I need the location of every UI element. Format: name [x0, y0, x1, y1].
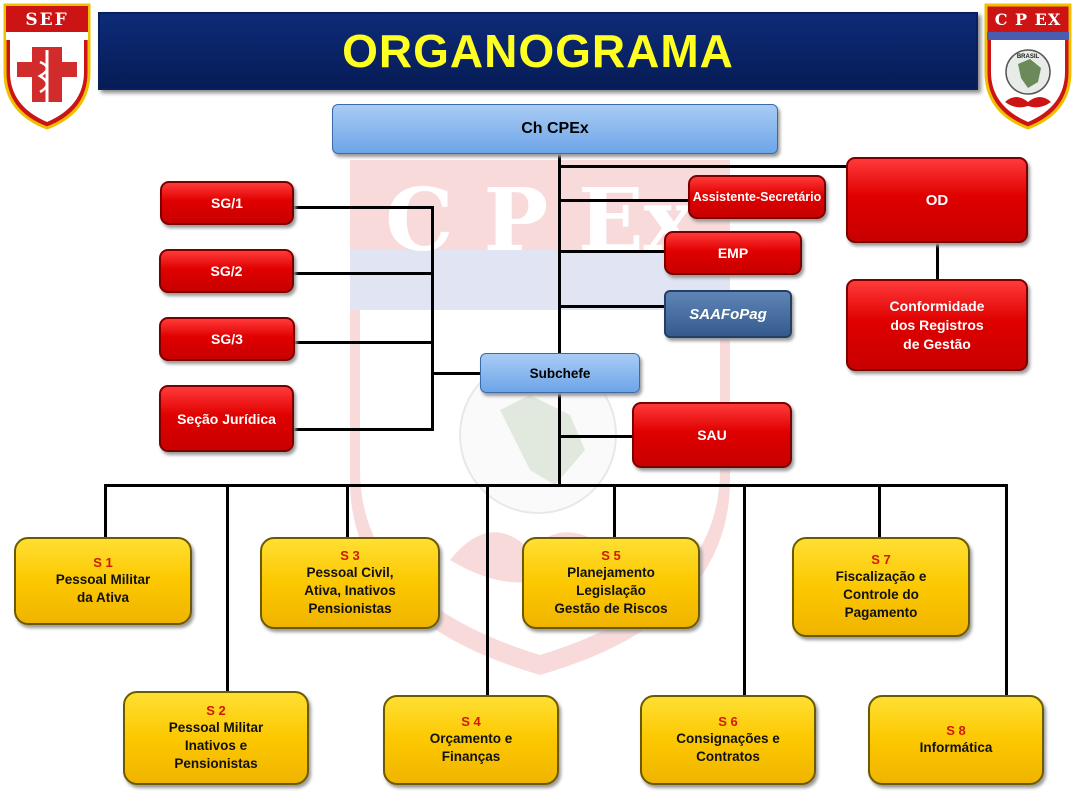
connector [558, 435, 633, 438]
connector [558, 250, 666, 253]
section-s8: S 8 Informática [868, 695, 1044, 785]
node-sg3-label: SG/3 [211, 331, 243, 347]
section-s3-line3: Pensionistas [308, 601, 392, 616]
node-od-label: OD [925, 191, 949, 209]
section-s3-line1: Pessoal Civil, [306, 565, 394, 580]
section-s7: S 7 Fiscalização e Controle do Pagamento [792, 537, 970, 637]
section-s1-line1: Pessoal Militar [55, 572, 151, 587]
cpex-badge-inner-text: BRASIL [1016, 54, 1040, 60]
node-conformidade-line2: dos Registros [890, 316, 984, 333]
cpex-watermark: C P Ex [340, 150, 740, 680]
section-s2-line2: Inativos e [184, 738, 248, 753]
node-saafopag: SAAFoPag [664, 290, 792, 338]
connector [293, 206, 433, 209]
node-sau: SAU [632, 402, 792, 468]
node-conformidade-line1: Conformidade [889, 297, 985, 314]
section-s2: S 2 Pessoal Militar Inativos e Pensionis… [123, 691, 309, 785]
node-emp-label: EMP [717, 245, 749, 261]
section-s3: S 3 Pessoal Civil, Ativa, Inativos Pensi… [260, 537, 440, 629]
section-s8-code: S 8 [946, 723, 966, 738]
connector [878, 484, 881, 538]
title-bar: ORGANOGRAMA [98, 12, 978, 90]
connector [346, 484, 349, 538]
connector [743, 484, 746, 696]
node-ch-cpex-label: Ch CPEx [521, 120, 589, 137]
node-subchefe: Subchefe [480, 353, 640, 393]
watermark-text: C P Ex [385, 170, 696, 271]
node-conformidade: Conformidade dos Registros de Gestão [846, 279, 1028, 371]
section-s5-line1: Planejamento [567, 565, 655, 580]
section-s4: S 4 Orçamento e Finanças [383, 695, 559, 785]
section-s3-line2: Ativa, Inativos [304, 583, 396, 598]
node-saafopag-label: SAAFoPag [689, 305, 767, 323]
node-secao-juridica: Seção Jurídica [159, 385, 294, 452]
connector [558, 199, 690, 202]
connector [431, 372, 481, 375]
section-s4-line2: Finanças [441, 749, 501, 764]
connector [1005, 484, 1008, 696]
connector [486, 484, 489, 696]
section-s1: S 1 Pessoal Militar da Ativa [14, 537, 192, 625]
node-sg2-label: SG/2 [210, 263, 243, 279]
connector [558, 165, 848, 168]
section-s2-line3: Pensionistas [174, 756, 258, 771]
section-s4-line1: Orçamento e [429, 731, 513, 746]
node-sg1: SG/1 [160, 181, 294, 225]
connector [558, 392, 561, 487]
section-s5-line2: Legislação [576, 583, 646, 598]
section-s5-code: S 5 [601, 548, 621, 563]
node-subchefe-label: Subchefe [529, 365, 591, 381]
section-s6-line1: Consignações e [676, 731, 780, 746]
connector [293, 272, 433, 275]
section-s6: S 6 Consignações e Contratos [640, 695, 816, 785]
connector [104, 484, 107, 538]
section-s7-line1: Fiscalização e [835, 569, 927, 584]
node-sg1-label: SG/1 [211, 195, 243, 211]
connector [226, 484, 229, 692]
connector [558, 152, 561, 360]
section-s2-code: S 2 [206, 703, 226, 718]
connector [613, 484, 616, 538]
node-sg3: SG/3 [159, 317, 295, 361]
cpex-badge: C P EX BRASIL [983, 2, 1073, 130]
section-s8-line1: Informática [919, 740, 993, 755]
node-ch-cpex: Ch CPEx [332, 104, 778, 154]
node-emp: EMP [664, 231, 802, 275]
section-s5-line3: Gestão de Riscos [554, 601, 668, 616]
connector [293, 341, 433, 344]
section-s6-line2: Contratos [696, 749, 760, 764]
cpex-badge-text: C P EX [994, 10, 1062, 29]
section-s5: S 5 Planejamento Legislação Gestão de Ri… [522, 537, 700, 629]
node-sau-label: SAU [697, 427, 727, 443]
connector [558, 305, 666, 308]
node-secao-juridica-label: Seção Jurídica [177, 410, 276, 427]
node-assistente-label: Assistente-Secretário [692, 190, 822, 204]
node-sg2: SG/2 [159, 249, 294, 293]
connector [104, 484, 1008, 487]
section-s2-line1: Pessoal Militar [168, 720, 264, 735]
section-s7-line3: Pagamento [844, 605, 918, 620]
sef-badge-text: SEF [25, 10, 69, 30]
section-s3-code: S 3 [340, 548, 360, 563]
node-od: OD [846, 157, 1028, 243]
section-s6-code: S 6 [718, 714, 738, 729]
connector [431, 206, 434, 431]
connector [293, 428, 433, 431]
page-title: ORGANOGRAMA [342, 25, 734, 77]
node-conformidade-line3: de Gestão [903, 335, 971, 352]
section-s7-line2: Controle do [843, 587, 919, 602]
section-s7-code: S 7 [871, 552, 891, 567]
section-s1-line2: da Ativa [76, 590, 130, 605]
connector [936, 242, 939, 280]
section-s1-code: S 1 [93, 555, 113, 570]
node-assistente: Assistente-Secretário [688, 175, 826, 219]
section-s4-code: S 4 [461, 714, 481, 729]
sef-badge: SEF [2, 2, 92, 130]
